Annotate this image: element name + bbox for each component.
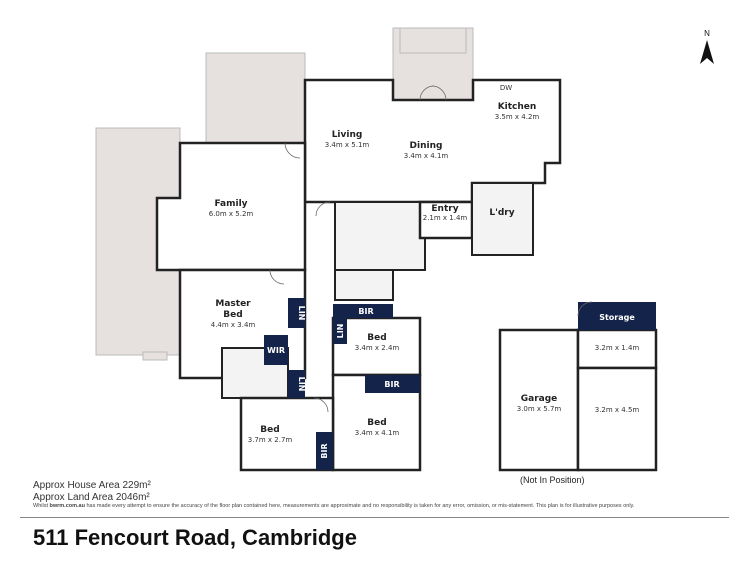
size-bed-3: 3.4m x 4.1m bbox=[355, 429, 400, 437]
disclaimer-text: Whilst bbox=[33, 503, 50, 509]
label-bir-1: BIR bbox=[358, 307, 373, 316]
label-family: Family bbox=[214, 199, 247, 209]
label-bir-2: BIR bbox=[384, 380, 399, 389]
disclaimer-text: has made every attempt to ensure the acc… bbox=[84, 503, 635, 509]
size-shed-2: 3.2m x 4.5m bbox=[595, 406, 640, 414]
room-shed-2 bbox=[576, 366, 658, 472]
label-living: Living bbox=[332, 130, 363, 140]
room-laundry bbox=[471, 182, 534, 256]
size-bed-4: 3.7m x 2.7m bbox=[248, 436, 293, 444]
size-bed-2: 3.4m x 2.4m bbox=[355, 344, 400, 352]
size-shed-1: 3.2m x 1.4m bbox=[595, 344, 640, 352]
address-title: 511 Fencourt Road, Cambridge bbox=[33, 525, 357, 550]
label-master: Master bbox=[215, 299, 251, 309]
divider bbox=[20, 517, 729, 518]
step-porch bbox=[399, 27, 467, 54]
label-laundry: L'dry bbox=[489, 208, 514, 218]
size-entry: 2.1m x 1.4m bbox=[423, 214, 468, 222]
label-dining: Dining bbox=[410, 141, 443, 151]
label-lin-3: LIN bbox=[336, 324, 345, 339]
north-arrow-icon bbox=[700, 40, 714, 64]
label-lin-2: LIN bbox=[297, 377, 306, 392]
closet-bir-1 bbox=[333, 304, 393, 318]
door-swing bbox=[269, 269, 285, 285]
door-swing bbox=[315, 201, 331, 217]
size-living: 3.4m x 5.1m bbox=[325, 141, 370, 149]
room-toilet bbox=[334, 269, 394, 301]
door-swing bbox=[577, 301, 593, 317]
door-swing bbox=[419, 85, 447, 101]
closet-lin-3 bbox=[333, 318, 347, 344]
closet-lin-2 bbox=[288, 370, 305, 398]
room-bathroom bbox=[334, 201, 426, 271]
disclaimer: Whilst bwrm.com.au has made every attemp… bbox=[33, 503, 634, 509]
deck-top bbox=[205, 52, 306, 144]
closet-bir-3 bbox=[316, 432, 333, 470]
label-bir-3: BIR bbox=[320, 443, 329, 458]
label-bed-3: Bed bbox=[367, 418, 386, 428]
room-family bbox=[155, 141, 307, 272]
closet-wir bbox=[264, 335, 288, 365]
door-swing bbox=[284, 142, 301, 159]
house-area: Approx House Area 229m² bbox=[33, 480, 151, 491]
not-in-position-note: (Not In Position) bbox=[520, 475, 585, 485]
compass-label: N bbox=[704, 29, 710, 38]
size-dining: 3.4m x 4.1m bbox=[404, 152, 449, 160]
room-garage bbox=[498, 328, 580, 472]
disclaimer-brand: bwrm.com.au bbox=[49, 503, 85, 509]
label-storage: Storage bbox=[599, 313, 635, 322]
size-family: 6.0m x 5.2m bbox=[209, 210, 254, 218]
label-bed-2: Bed bbox=[367, 333, 386, 343]
label-kitchen: Kitchen bbox=[498, 102, 537, 112]
size-master: 4.4m x 3.4m bbox=[211, 321, 256, 329]
label-dishwasher: DW bbox=[500, 84, 512, 92]
land-area: Approx Land Area 2046m² bbox=[33, 492, 150, 503]
size-garage: 3.0m x 5.7m bbox=[517, 405, 562, 413]
label-bed-4: Bed bbox=[260, 425, 279, 435]
size-kitchen: 3.5m x 4.2m bbox=[495, 113, 540, 121]
closet-bir-2 bbox=[365, 375, 420, 393]
storage-block bbox=[578, 302, 656, 330]
label-wir: WIR bbox=[267, 346, 285, 355]
label-master-2: Bed bbox=[223, 310, 242, 320]
label-entry: Entry bbox=[431, 204, 458, 214]
label-lin-1: LIN bbox=[297, 306, 306, 321]
door-swing bbox=[313, 397, 329, 413]
label-garage: Garage bbox=[521, 394, 558, 404]
closet-lin-1 bbox=[288, 298, 305, 328]
step-left bbox=[142, 351, 168, 361]
